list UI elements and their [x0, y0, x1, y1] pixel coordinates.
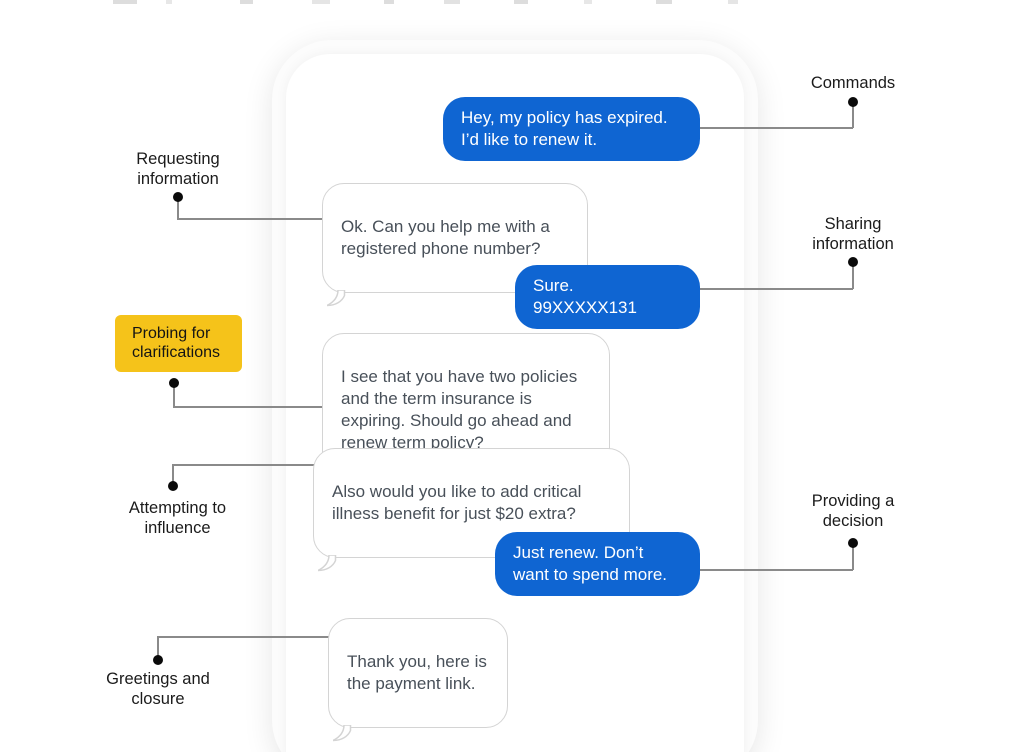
- annotation-label-sharing-information: Sharing information: [812, 215, 894, 253]
- bubble-tail: [333, 725, 352, 742]
- annotation-label-greetings-and-closure: Greetings and closure: [106, 670, 210, 708]
- chat-bubble-customer: Sure. 99XXXXX131: [515, 265, 700, 329]
- annotation-label-requesting-information: Requesting information: [136, 150, 220, 188]
- annotation-label-commands: Commands: [810, 74, 896, 92]
- chat-bubble-agent: Thank you, here is the payment link.: [328, 618, 508, 742]
- bubble-tail: [327, 290, 346, 307]
- annotation-label-providing-a-decision: Providing a decision: [811, 492, 895, 530]
- annotation-label-probing-for-clarifications: Probing for clarifications: [115, 315, 242, 372]
- annotation-label-attempting-to-influence: Attempting to influence: [128, 499, 227, 537]
- chat-bubble-customer: Hey, my policy has expired. I’d like to …: [443, 97, 700, 161]
- chat-bubble-text: I see that you have two policies and the…: [341, 367, 578, 452]
- chat-bubble-text: Ok. Can you help me with a registered ph…: [341, 217, 550, 258]
- chat-bubble-text: Thank you, here is the payment link.: [347, 652, 487, 693]
- chat-bubble-customer: Just renew. Don’t want to spend more.: [495, 532, 700, 596]
- chat-bubble-agent: Ok. Can you help me with a registered ph…: [322, 183, 588, 307]
- bubble-tail: [318, 555, 337, 572]
- chat-bubble-text: Also would you like to add critical illn…: [332, 482, 582, 523]
